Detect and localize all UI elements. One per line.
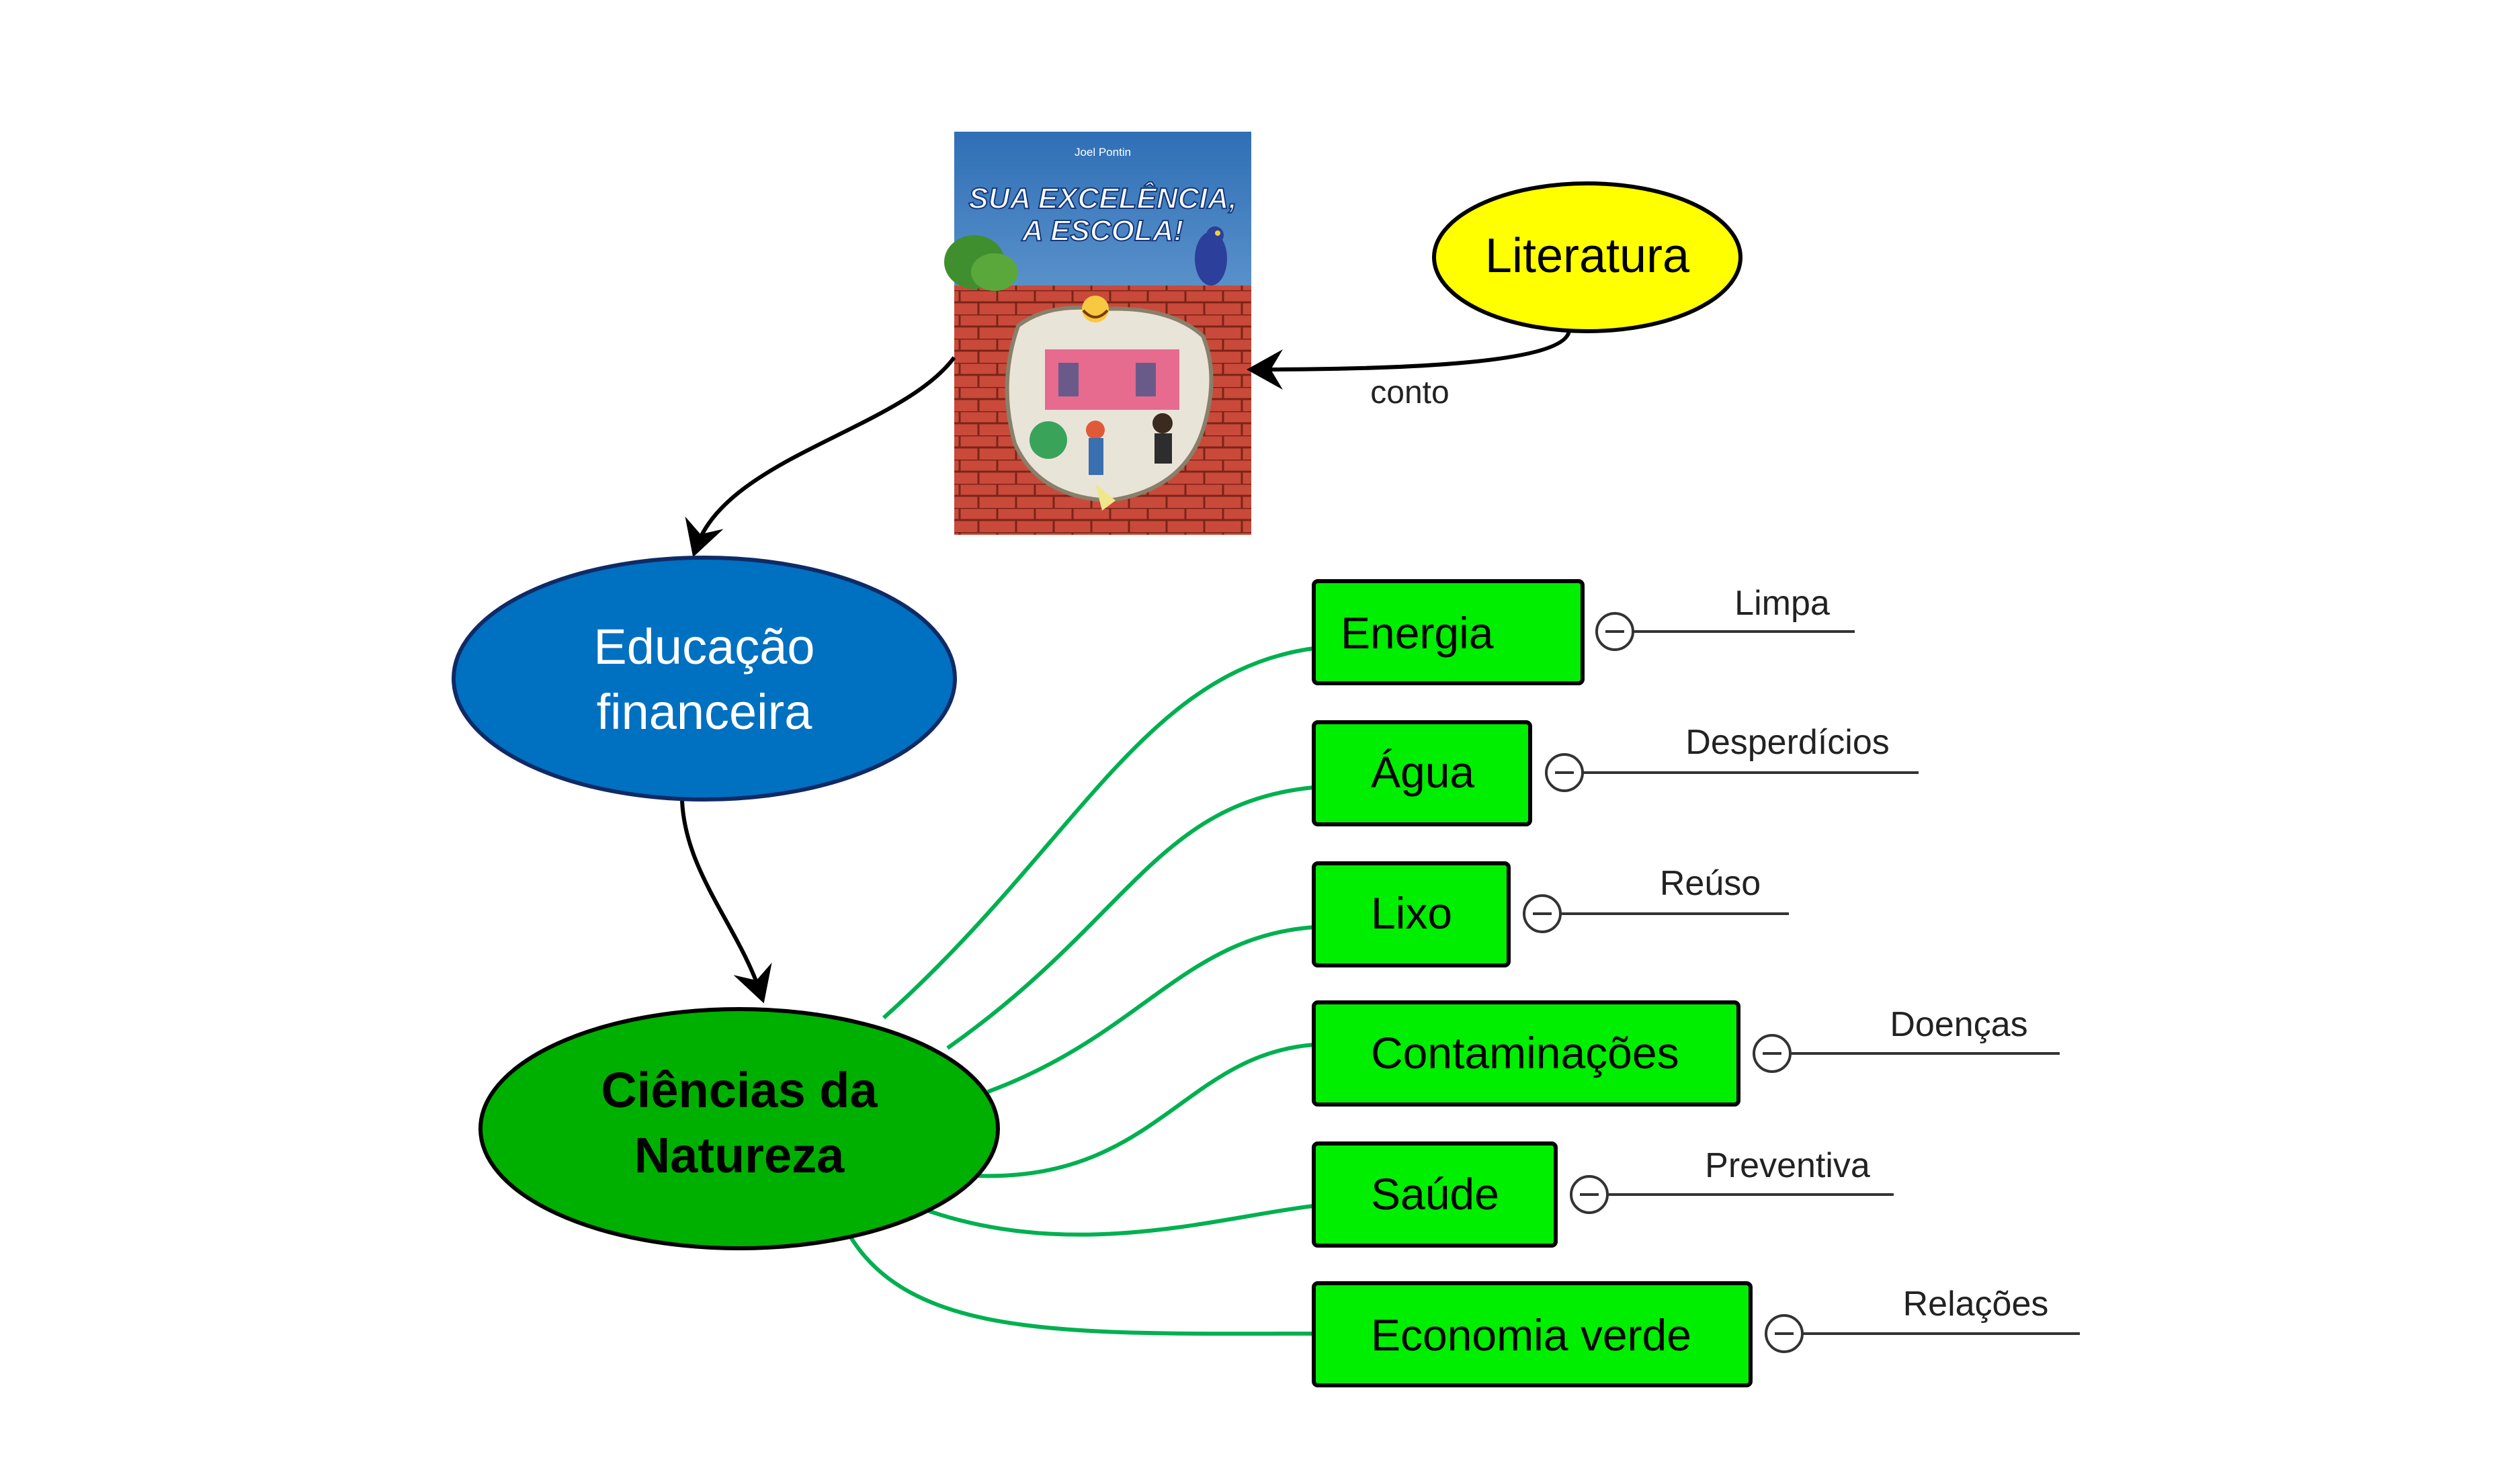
collapse-energia-icon[interactable] <box>1595 612 1634 651</box>
node-ciencias-da-natureza[interactable]: Ciências da Natureza <box>478 1007 1000 1250</box>
collapse-contaminacoes-icon[interactable] <box>1753 1034 1792 1073</box>
sub-reuso[interactable]: Reúso <box>1660 864 1761 903</box>
node-literatura-label: Literatura <box>1485 229 1690 283</box>
sub-desperdicios[interactable]: Desperdícios <box>1685 723 1889 762</box>
topic-contaminacoes-label: Contaminações <box>1371 1028 1679 1078</box>
edge-label-conto: conto <box>1370 375 1449 410</box>
collapse-agua-icon[interactable] <box>1545 753 1584 792</box>
topic-saude-label: Saúde <box>1371 1169 1499 1219</box>
node-ciencias-line2: Natureza <box>634 1127 845 1183</box>
node-literatura[interactable]: Literatura <box>1432 181 1742 333</box>
node-educacao-line1: Educação <box>593 619 814 675</box>
topic-economia-verde[interactable]: Economia verde <box>1312 1281 1753 1387</box>
connector-lixo <box>986 925 1314 1094</box>
sub-limpa[interactable]: Limpa <box>1734 584 1830 623</box>
node-educacao-financeira[interactable]: Educação financeira <box>452 556 957 802</box>
sub-preventiva[interactable]: Preventiva <box>1705 1146 1870 1185</box>
topic-lixo[interactable]: Lixo <box>1312 861 1511 967</box>
node-ciencias-line1: Ciências da <box>601 1062 878 1118</box>
collapse-economia-icon[interactable] <box>1765 1314 1804 1353</box>
collapse-saude-icon[interactable] <box>1570 1175 1609 1214</box>
book-title-line2: A ESCOLA! <box>1021 214 1183 247</box>
arrow-educacao-to-ciencias <box>680 800 772 1004</box>
topic-lixo-label: Lixo <box>1371 888 1452 938</box>
connector-energia <box>882 646 1314 1020</box>
topic-economia-label: Economia verde <box>1371 1310 1691 1360</box>
collapse-lixo-icon[interactable] <box>1523 894 1562 933</box>
topic-contaminacoes[interactable]: Contaminações <box>1312 1000 1740 1107</box>
connector-contaminacoes <box>974 1043 1314 1178</box>
topic-energia-label: Energia <box>1341 608 1494 658</box>
green-connectors <box>848 646 1314 1336</box>
arrow-book-to-educacao <box>685 356 956 558</box>
arrow-literatura-to-book <box>1247 330 1571 390</box>
topic-energia[interactable]: Energia <box>1312 579 1585 685</box>
book-author: Joel Pontin <box>1075 146 1131 159</box>
connector-economia <box>848 1235 1314 1336</box>
book-cover-image: Joel Pontin SUA EXCELÊNCIA, A ESCOLA! <box>944 132 1251 535</box>
book-title-line1: SUA EXCELÊNCIA, <box>968 181 1236 215</box>
topic-saude[interactable]: Saúde <box>1312 1141 1558 1248</box>
topic-agua[interactable]: Água <box>1312 720 1532 826</box>
connector-saude <box>923 1204 1314 1237</box>
node-educacao-line2: financeira <box>597 684 813 740</box>
sub-relacoes[interactable]: Relações <box>1903 1285 2049 1324</box>
sub-doencas[interactable]: Doenças <box>1890 1005 2027 1044</box>
connector-agua <box>946 785 1314 1050</box>
topic-agua-label: Água <box>1371 747 1474 797</box>
